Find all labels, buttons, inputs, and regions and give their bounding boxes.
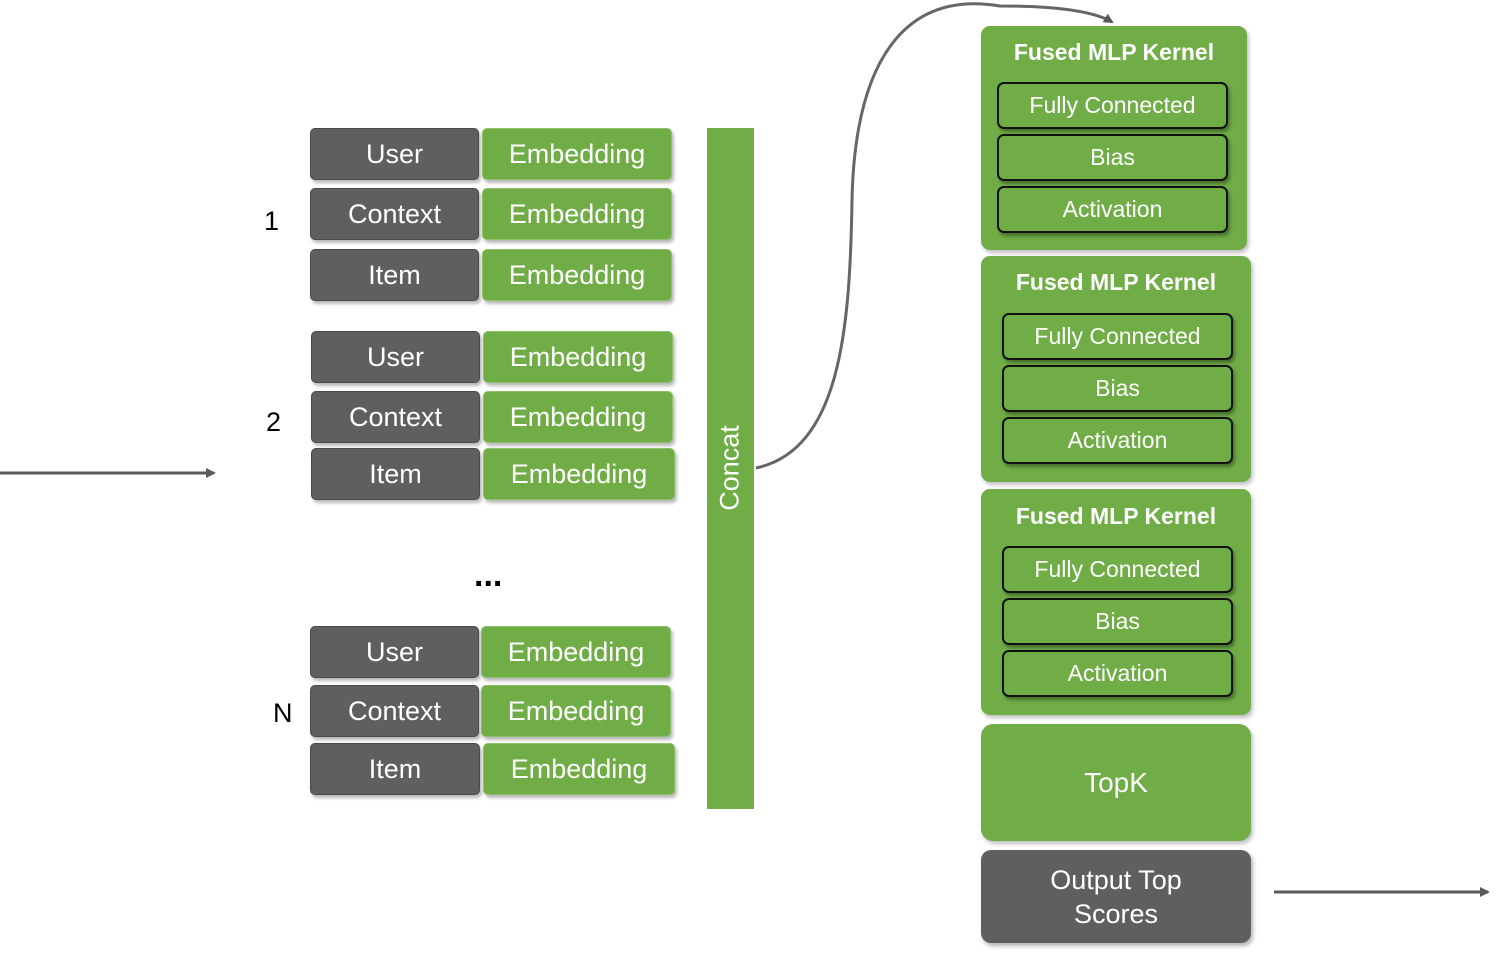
embedding-box: Embedding	[483, 331, 673, 383]
feature-context: Context	[311, 391, 480, 443]
embedding-box: Embedding	[483, 743, 675, 795]
embedding-box: Embedding	[481, 626, 671, 678]
concat-to-mlp-curve	[755, 2, 1114, 470]
feature-user: User	[310, 626, 479, 678]
kernel-title: Fused MLP Kernel	[1015, 269, 1217, 295]
op-bias: Bias	[997, 134, 1228, 181]
feature-user: User	[311, 331, 480, 383]
group-label-1: 1	[264, 206, 280, 236]
embedding-box: Embedding	[482, 128, 672, 180]
group-label-n: N	[273, 698, 293, 728]
op-bias: Bias	[1002, 598, 1233, 645]
feature-context: Context	[310, 685, 479, 737]
op-fully-connected: Fully Connected	[997, 82, 1228, 129]
topk-box: TopK	[981, 724, 1251, 841]
feature-user: User	[310, 128, 479, 180]
embedding-box: Embedding	[482, 249, 672, 301]
op-fully-connected: Fully Connected	[1002, 546, 1233, 593]
op-bias: Bias	[1002, 365, 1233, 412]
op-activation: Activation	[997, 186, 1228, 233]
output-top-scores-box: Output Top Scores	[981, 850, 1251, 943]
feature-item: Item	[311, 448, 480, 500]
fused-mlp-kernel-3: Fused MLP Kernel Fully Connected Bias Ac…	[981, 489, 1251, 715]
concat-bar	[707, 128, 754, 809]
feature-item: Item	[310, 249, 479, 301]
embedding-box: Embedding	[483, 448, 675, 500]
fused-mlp-kernel-1: Fused MLP Kernel Fully Connected Bias Ac…	[981, 26, 1247, 250]
output-label: Output Top Scores	[1050, 864, 1182, 929]
feature-item: Item	[310, 743, 480, 795]
embedding-box: Embedding	[481, 685, 671, 737]
op-fully-connected: Fully Connected	[1002, 313, 1233, 360]
op-activation: Activation	[1002, 417, 1233, 464]
ellipsis: ...	[474, 556, 503, 594]
op-activation: Activation	[1002, 650, 1233, 697]
embedding-box: Embedding	[483, 391, 673, 443]
feature-context: Context	[310, 188, 479, 240]
embedding-box: Embedding	[482, 188, 672, 240]
concat-label: Concat	[714, 425, 745, 511]
kernel-title: Fused MLP Kernel	[1015, 503, 1217, 529]
fused-mlp-kernel-2: Fused MLP Kernel Fully Connected Bias Ac…	[981, 256, 1251, 482]
group-label-2: 2	[266, 407, 282, 437]
kernel-title: Fused MLP Kernel	[1013, 39, 1215, 65]
